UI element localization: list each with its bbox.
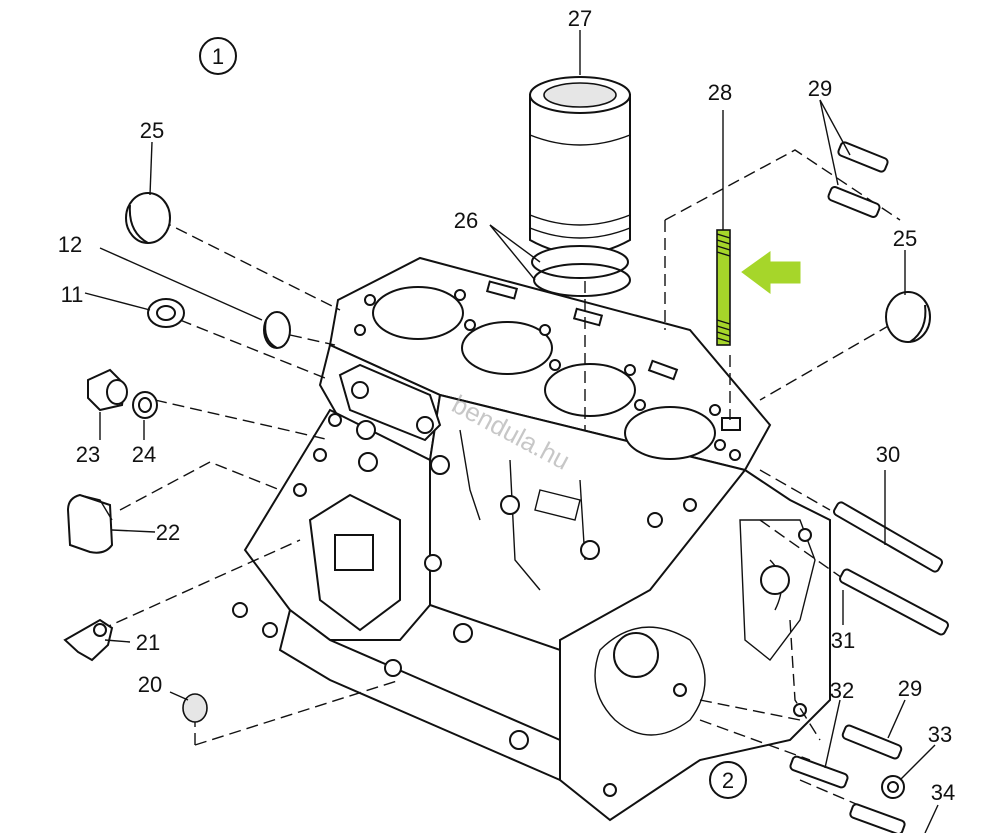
highlight-arrow-icon	[741, 251, 801, 294]
part-label-22: 22	[156, 520, 180, 545]
part-label-24: 24	[132, 442, 156, 467]
part-label-20: 20	[138, 672, 162, 697]
part-label-28: 28	[708, 80, 732, 105]
engine-block	[232, 256, 831, 822]
loose-parts	[63, 141, 949, 836]
callout-1: 1	[199, 37, 237, 75]
part-label-11: 11	[61, 282, 84, 307]
callout-2: 2	[709, 761, 747, 799]
part-labels: 27 28 29 25 25 26 12 11 23 24 22 21 20 3…	[58, 6, 955, 805]
part-label-25-right: 25	[893, 226, 917, 251]
part-label-34: 34	[931, 780, 955, 805]
part-label-33: 33	[928, 722, 952, 747]
part-label-31: 31	[831, 628, 855, 653]
part-label-29-top: 29	[808, 76, 832, 101]
assembly-lines	[99, 149, 901, 811]
part-label-12: 12	[58, 232, 82, 257]
part-label-26: 26	[454, 208, 478, 233]
callout-2-label: 2	[722, 768, 734, 793]
highlighted-stud-28	[716, 110, 731, 346]
part-label-30: 30	[876, 442, 900, 467]
part-label-21: 21	[136, 630, 160, 655]
part-label-27: 27	[568, 6, 592, 31]
part-label-32: 32	[830, 678, 854, 703]
leader-lines	[84, 30, 939, 834]
callout-1-label: 1	[212, 44, 224, 69]
cylinder-liner	[529, 76, 631, 297]
part-label-29-bottom: 29	[898, 676, 922, 701]
part-label-25-left: 25	[140, 118, 164, 143]
part-label-23: 23	[76, 442, 100, 467]
